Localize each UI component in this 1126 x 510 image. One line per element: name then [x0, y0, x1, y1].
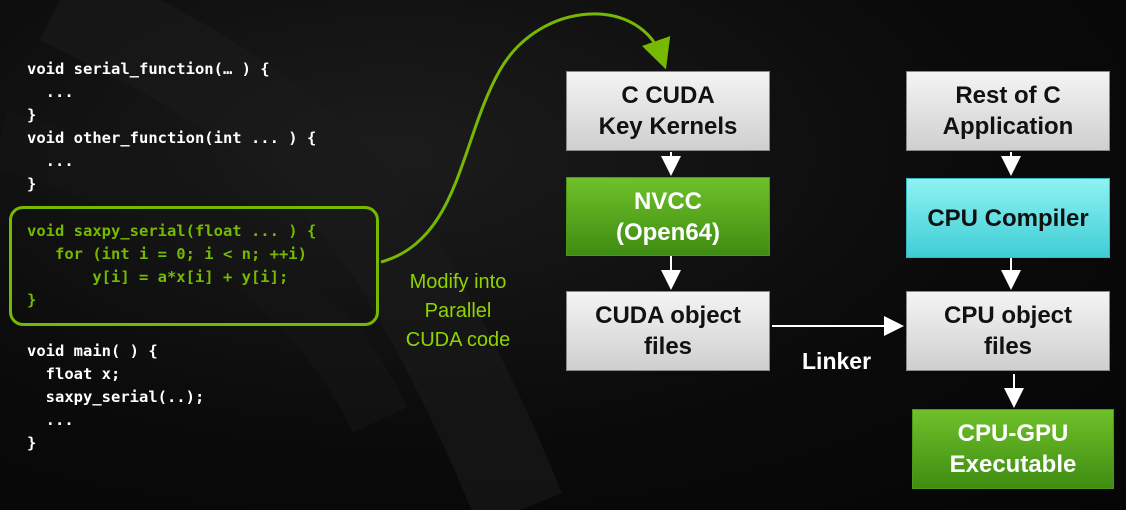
- box-label: C CUDA: [621, 82, 715, 109]
- box-label: Application: [942, 113, 1074, 140]
- c-cuda-key-kernels-box: C CUDA Key Kernels: [566, 71, 770, 151]
- code-block-main: void main( ) { float x; saxpy_serial(..)…: [27, 340, 204, 455]
- box-label: files: [643, 333, 693, 360]
- box-label: NVCC: [633, 187, 702, 215]
- code-line: void saxpy_serial(float ... ) {: [27, 222, 317, 240]
- code-line: }: [27, 106, 37, 124]
- cpu-gpu-executable-box: CPU-GPU Executable: [912, 409, 1114, 489]
- modify-caption: Modify into Parallel CUDA code: [388, 268, 528, 355]
- box-label: CUDA object: [595, 302, 741, 329]
- box-label: CPU-GPU: [957, 420, 1069, 447]
- code-line: }: [27, 291, 37, 309]
- box-label: Rest of C: [955, 82, 1061, 109]
- caption-line: CUDA code: [405, 329, 511, 351]
- saxpy-highlight-box: [9, 206, 379, 326]
- rest-of-c-application-box: Rest of C Application: [906, 71, 1110, 151]
- code-line: }: [27, 434, 37, 452]
- caption-line: Modify into: [409, 271, 507, 293]
- code-line: ...: [27, 411, 74, 429]
- code-line: float x;: [27, 365, 121, 383]
- code-line: void serial_function(… ) {: [27, 60, 270, 78]
- cpu-object-files-box: CPU object files: [906, 291, 1110, 371]
- cuda-object-files-box: CUDA object files: [566, 291, 770, 371]
- box-label: files: [983, 333, 1033, 360]
- code-line: void main( ) {: [27, 342, 158, 360]
- box-label: (Open64): [615, 218, 720, 246]
- box-label: CPU Compiler: [927, 204, 1089, 232]
- box-label: Executable: [949, 451, 1077, 478]
- box-label: CPU object: [943, 302, 1072, 329]
- code-line: ...: [27, 83, 74, 101]
- green-curve-arrow: [380, 12, 671, 264]
- box-label: Key Kernels: [598, 113, 738, 140]
- code-line: void other_function(int ... ) {: [27, 129, 317, 147]
- code-line: y[i] = a*x[i] + y[i];: [27, 268, 289, 286]
- code-block-serial-functions: void serial_function(… ) { ...} void othe…: [27, 58, 316, 196]
- cpu-compiler-box: CPU Compiler: [906, 178, 1110, 258]
- code-line: ...: [27, 152, 74, 170]
- code-block-saxpy-serial: void saxpy_serial(float ... ) { for (int…: [27, 220, 316, 312]
- linker-label: Linker: [802, 348, 872, 374]
- code-line: }: [27, 175, 37, 193]
- nvcc-open64-box: NVCC (Open64): [566, 177, 770, 256]
- code-line: for (int i = 0; i < n; ++i): [27, 245, 307, 263]
- caption-line: Parallel: [424, 300, 492, 322]
- code-line: saxpy_serial(..);: [27, 388, 205, 406]
